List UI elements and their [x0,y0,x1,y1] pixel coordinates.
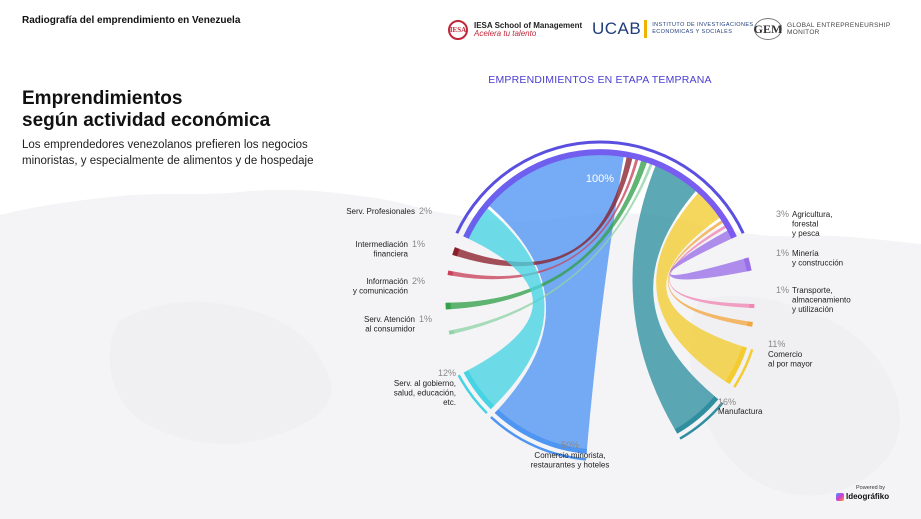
ucab-divider [644,20,648,38]
category-value-label: 1% [776,285,789,295]
category-name-line: salud, educación, [394,389,456,398]
category-value-label: 1% [412,239,425,249]
category-name-line: restaurantes y hoteles [531,461,610,470]
category-name-line: Información [366,277,408,286]
iesa-name: IESA School of Management [474,20,583,30]
gem-name: GLOBAL ENTREPRENEURSHIP MONITOR [787,22,891,36]
category-name-line: Minería [792,249,819,258]
category-name-line: Agricultura, [792,210,832,219]
powered-by: Powered by [856,485,886,491]
category-name-line: al por mayor [768,360,813,369]
ribbon-1 [632,161,715,430]
chord-labels: 100% Comercio minorista,restaurantes y ho… [346,173,851,470]
category-name-line: y utilización [792,305,833,314]
target-arc-5 [743,257,752,272]
target-arc-9 [448,329,455,335]
page-title-line2: según actividad económica [22,110,271,131]
ribbon-0 [485,150,625,450]
category-value-label: 3% [776,209,789,219]
target-outer-arc-1 [679,401,724,440]
category-value-label: 2% [419,206,432,216]
category-name-line: Transporte, [792,286,833,295]
category-label-6: Serv. Profesionales 2% [346,206,432,216]
report-title: Radiografía del emprendimiento en Venezu… [22,15,241,26]
target-arc-0 [494,409,588,454]
page-title-line1: Emprendimientos [22,88,183,109]
ideografiko-logo: Ideográfiko [836,492,889,501]
ribbon-10 [464,205,545,407]
chord-arcs [445,140,755,461]
ucab-sub-line2: ECONOMICAS Y SOCIALES [652,29,733,35]
category-value-label: 2% [412,276,425,286]
category-name-line: forestal [792,220,818,229]
category-label-10: Serv. al gobierno,salud, educación,etc. 1… [394,368,456,407]
target-arc-7 [447,270,454,276]
category-name-line: Comercio minorista, [534,451,605,460]
target-arc-10 [463,370,495,410]
category-name-line: y pesca [792,229,820,238]
category-name-line: Manufactura [718,407,763,416]
ideografiko-mark-icon [836,492,844,501]
target-arc-3 [747,321,753,327]
category-name-line: almacenamiento [792,296,851,305]
iesa-logo: IESA IESA School of Management Acelera t… [448,20,582,40]
chord-ribbons [450,150,750,450]
category-label-0: Comercio minorista,restaurantes y hotele… [531,440,610,470]
category-name-line: y construcción [792,259,843,268]
target-outer-arc-2 [733,349,754,388]
page-title: Emprendimientos según actividad económic… [22,88,322,132]
category-name-line: al consumidor [365,325,415,334]
page-description: Los emprendedores venezolanos prefieren … [22,139,314,167]
ucab-logo: UCAB INSTITUTO DE INVESTIGACIONES ECONOM… [592,19,753,39]
chart-title: EMPRENDIMIENTOS EN ETAPA TEMPRANA [488,74,711,86]
source-outer-arc [455,140,745,234]
category-value-label: 16% [718,397,736,407]
category-name-line: Intermediación [356,240,408,249]
category-name-line: Serv. Profesionales [346,207,415,216]
ribbon-8 [450,156,649,310]
ucab-sub-line1: INSTITUTO DE INVESTIGACIONES [652,21,754,28]
target-arc-6 [452,247,460,257]
ideografiko-name: Ideográfiko [846,492,890,501]
ribbon-2 [656,189,743,382]
gem-logo: GEM GLOBAL ENTREPRENEURSHIP MONITOR [754,18,921,40]
target-arc-1 [674,396,719,434]
category-value-label: 12% [438,368,456,378]
category-value-label: 1% [419,314,432,324]
source-value-label: 100% [586,173,614,185]
category-value-label: 1% [776,248,789,258]
category-name-line: financiera [373,250,408,259]
target-outer-arc-0 [490,416,587,461]
category-name-line: y comunicación [353,287,408,296]
category-name-line: Serv. Atención [364,315,415,324]
target-outer-arc-10 [457,374,488,414]
category-name-line: Comercio [768,350,803,359]
source-arc [463,149,737,239]
category-value-label: 11% [768,339,785,349]
target-arc-2 [725,346,747,385]
ribbon-5 [669,228,748,280]
category-name-line: Serv. al gobierno, [394,379,456,388]
ucab-wordmark: UCAB [592,19,642,38]
category-value-label: 50% [561,440,579,450]
gem-mark-icon: GEM [754,18,782,40]
iesa-tagline: Acelera tu talento [474,29,537,38]
category-name-line: etc. [443,398,456,407]
iesa-seal-icon: IESA [448,20,468,40]
ribbon-6 [456,152,634,267]
